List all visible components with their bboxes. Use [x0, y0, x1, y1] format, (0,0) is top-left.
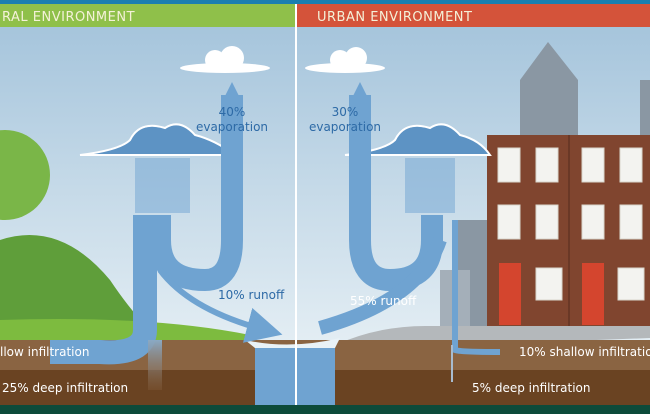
urban-deep-infiltration-label: 5% deep infiltration [472, 381, 590, 395]
footer-bar [0, 405, 650, 414]
urban-flows [318, 95, 501, 355]
top-strip [0, 0, 650, 4]
urban-header [297, 4, 650, 27]
rain-cloud-icon [344, 123, 492, 156]
rain [135, 158, 190, 213]
urban-evaporation-label: evaporation [309, 120, 381, 134]
evaporation-arrow-icon [224, 82, 240, 98]
rural-header [0, 4, 295, 27]
rural-runoff-label: 10% runoff [218, 288, 285, 302]
door [499, 263, 521, 325]
door [582, 263, 604, 325]
cloud-icon [180, 46, 270, 73]
rural-vegetation [0, 130, 250, 342]
evaporation-arrow-icon [352, 82, 368, 98]
tree-icon [0, 130, 50, 220]
cloud-icon [305, 47, 385, 73]
rural-deep-infiltration-label: 25% deep infiltration [2, 381, 128, 395]
deep-infiltration-arrow [148, 340, 162, 390]
rain [405, 158, 455, 213]
brick-building [487, 135, 650, 330]
rural-header-title: RAL ENVIRONMENT [2, 10, 135, 25]
rain-cloud-icon [79, 123, 239, 156]
rural-evaporation-label: evaporation [196, 120, 268, 134]
urban-evaporation-pct: 30% [332, 105, 359, 119]
rural-flows [50, 95, 283, 365]
rural-shallow-infiltration-label: llow infiltration [0, 345, 89, 359]
urban-header-title: URBAN ENVIRONMENT [317, 10, 472, 25]
urban-shallow-infiltration-label: 10% shallow infiltratio [519, 345, 650, 359]
rural-evaporation-pct: 40% [219, 105, 246, 119]
urban-runoff-label: 55% runoff [350, 294, 417, 308]
